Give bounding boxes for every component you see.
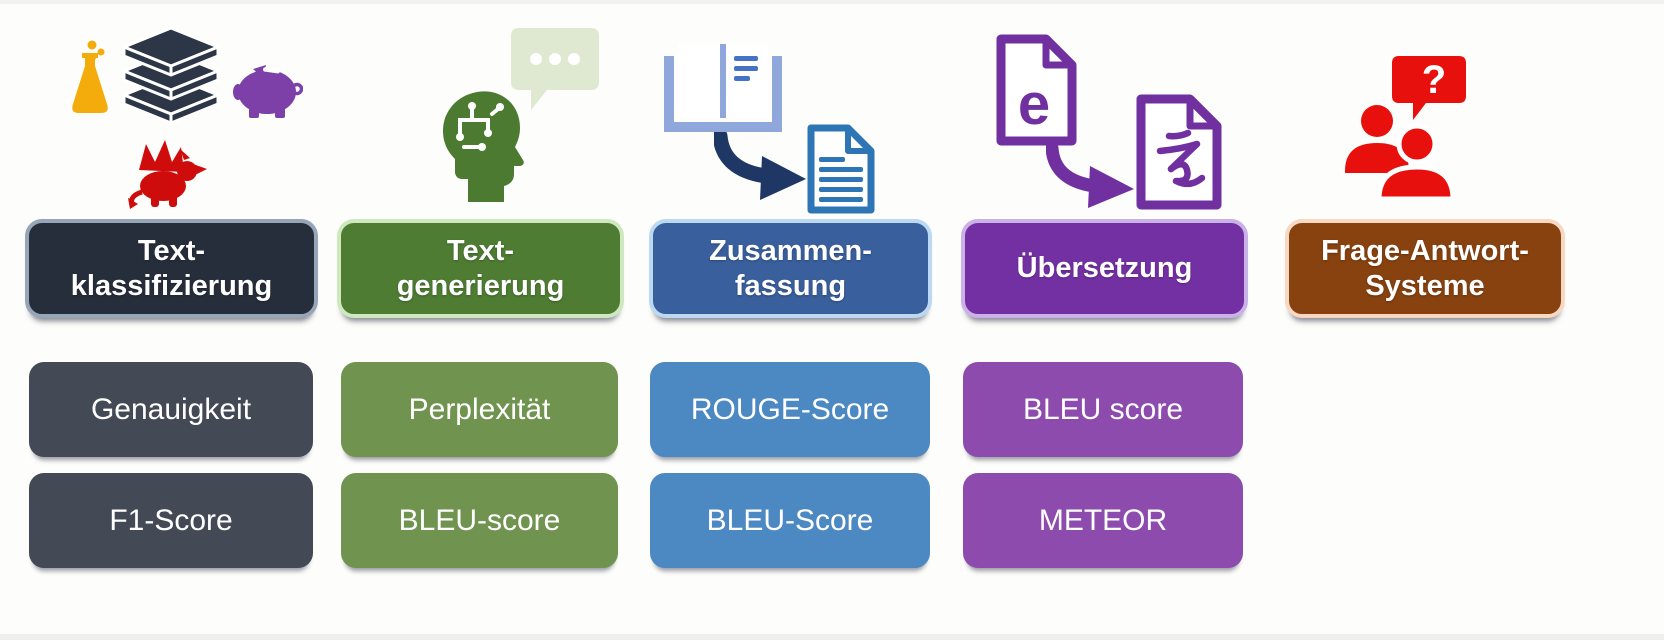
page-text-lines <box>734 56 758 81</box>
metric-box-bleu-score-sum: BLEU-Score <box>650 473 930 568</box>
category-header-label: Frage-Antwort- Systeme <box>1321 235 1529 302</box>
book-spine <box>720 44 726 118</box>
translated-document-icon <box>1136 94 1222 210</box>
metric-label: BLEU-score <box>398 503 561 537</box>
category-header-text-generierung: Text- generierung <box>337 219 624 318</box>
flask-icon <box>72 40 108 113</box>
curved-arrow-icon <box>714 132 806 200</box>
document-text-lines <box>819 157 863 202</box>
book-clasp <box>712 122 734 130</box>
metric-box-genauigkeit: Genauigkeit <box>29 362 313 457</box>
question-bubble-icon: ? <box>1392 56 1466 120</box>
category-header-label: Zusammen- fassung <box>709 235 872 302</box>
metric-label: METEOR <box>1038 503 1168 537</box>
metric-label: Genauigkeit <box>90 392 252 426</box>
category-header-zusammenfassung: Zusammen- fassung <box>649 219 932 318</box>
metric-box-meteor: METEOR <box>963 473 1243 568</box>
people-icon <box>1345 105 1453 199</box>
metric-box-bleu-score-trans: BLEU score <box>963 362 1243 457</box>
metric-label: BLEU score <box>1022 392 1184 426</box>
books-icon <box>122 26 220 125</box>
question-mark-glyph: ? <box>1422 58 1446 102</box>
person-back-head <box>1361 105 1393 137</box>
hiragana-e-glyph <box>1156 129 1206 188</box>
metric-label: ROUGE-Score <box>690 392 890 426</box>
category-header-frage-antwort-systeme: Frage-Antwort- Systeme <box>1285 219 1565 318</box>
dragon-icon <box>128 140 207 209</box>
document-icon <box>807 124 875 214</box>
category-header-label: Text- klassifizierung <box>70 235 273 302</box>
bubble-dots <box>530 53 580 65</box>
metric-box-perplexitaet: Perplexität <box>341 362 618 457</box>
ai-head-icon <box>443 91 524 202</box>
open-book-icon <box>664 44 782 132</box>
person-front-body <box>1376 164 1453 199</box>
speech-bubble-dots-icon <box>511 28 599 110</box>
category-header-label: Text- generierung <box>396 235 565 302</box>
bottom-edge <box>0 634 1664 640</box>
top-edge <box>0 0 1664 4</box>
piggy-bank-icon <box>233 65 303 118</box>
metric-label: Perplexität <box>408 392 551 426</box>
metric-label: F1-Score <box>109 503 233 537</box>
category-header-text-klassifizierung: Text- klassifizierung <box>25 219 318 318</box>
category-header-uebersetzung: Übersetzung <box>961 219 1248 318</box>
category-header-label: Übersetzung <box>1016 252 1193 285</box>
letter-e-glyph: e <box>1018 72 1050 137</box>
person-back-body <box>1345 143 1409 173</box>
source-document-icon: e <box>996 34 1077 146</box>
coin-slot <box>263 67 280 74</box>
metric-box-rouge-score: ROUGE-Score <box>650 362 930 457</box>
metric-box-f1-score: F1-Score <box>29 473 313 568</box>
metric-box-bleu-score-gen: BLEU-score <box>341 473 618 568</box>
metric-label: BLEU-Score <box>706 503 874 537</box>
circuit-nodes <box>456 102 504 151</box>
circuit-traces <box>458 107 500 149</box>
curved-arrow-icon <box>1046 144 1134 208</box>
book-top <box>122 26 220 77</box>
person-front-head <box>1396 123 1438 165</box>
